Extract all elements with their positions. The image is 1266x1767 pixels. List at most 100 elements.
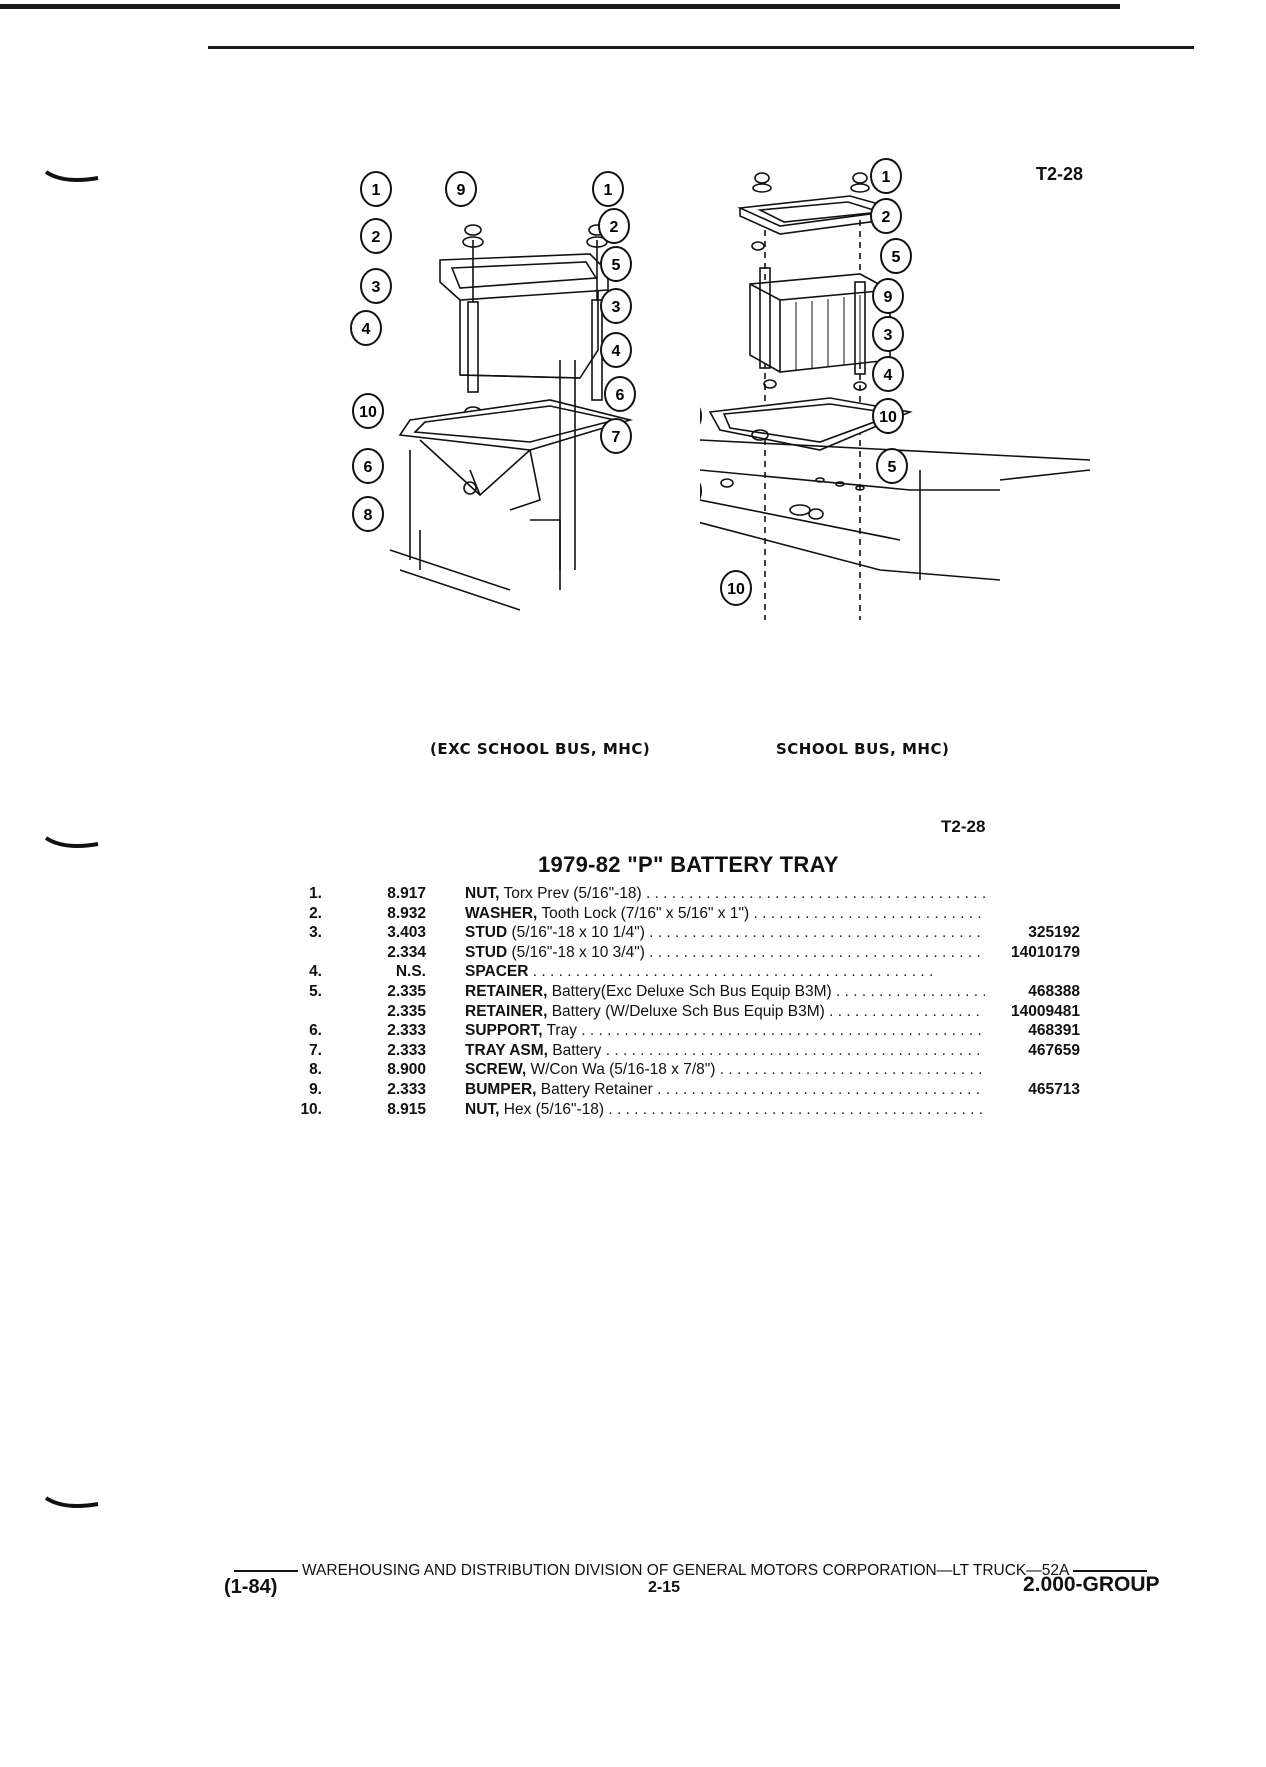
part-number: 325192: [1028, 924, 1080, 942]
callout-circle: [670, 398, 702, 434]
callout-circle: [870, 158, 902, 194]
part-description: NUT, Hex (5/16"-18) . . . . . . . . . . …: [465, 1100, 985, 1120]
part-description: NUT, Torx Prev (5/16"-18) . . . . . . . …: [465, 884, 985, 904]
group-number: 3.403: [387, 924, 426, 942]
leader-dots: . . . . . . . . . . . . . . . . . . . . …: [604, 1100, 985, 1118]
group-number: 8.915: [387, 1100, 426, 1118]
callout-number: 3: [612, 299, 621, 316]
part-description: RETAINER, Battery (W/Deluxe Sch Bus Equi…: [465, 1002, 985, 1022]
part-name: TRAY ASM,: [465, 1041, 548, 1059]
part-detail: W/Con Wa (5/16-18 x 7/8"): [526, 1061, 716, 1079]
binder-hole-mark: [44, 1496, 99, 1508]
callout-circle: [880, 238, 912, 274]
part-detail: Battery(Exc Deluxe Sch Bus Equip B3M): [547, 982, 832, 1000]
part-name: RETAINER,: [465, 1002, 548, 1020]
part-number: 468391: [1028, 1022, 1080, 1040]
leader-dots: . . . . . . . . . . . . . . . . . . . . …: [753, 904, 985, 922]
part-name: RETAINER,: [465, 982, 548, 1000]
diagram-caption-left: (EXC SCHOOL BUS, MHC): [430, 740, 651, 758]
item-number: 5.: [309, 982, 322, 1000]
part-number: 467659: [1028, 1041, 1080, 1059]
group-number: 8.900: [387, 1061, 426, 1079]
part-detail: (5/16"-18 x 10 1/4"): [507, 924, 645, 942]
callout-number: 1: [372, 182, 381, 199]
leader-dots: . . . . . . . . . . . . . . . . . . . . …: [645, 885, 985, 902]
part-detail: Torx Prev (5/16"-18): [499, 885, 642, 902]
leader-dots: . . . . . . . . . . . . . . . . . . . . …: [649, 924, 985, 942]
part-number: 468388: [1028, 982, 1080, 1000]
battery-tray-diagram-school-bus: 1253934410105910: [660, 150, 1100, 720]
callout-number: 9: [884, 289, 893, 306]
part-name: BUMPER,: [465, 1080, 537, 1098]
part-name: SCREW,: [465, 1061, 527, 1079]
part-name: SUPPORT,: [465, 1022, 543, 1040]
footer-dash: [234, 1570, 298, 1572]
parts-row: 6. 2.333 SUPPORT, Tray . . . . . . . . . .…: [290, 1021, 1080, 1041]
section-title: 1979-82 "P" BATTERY TRAY: [538, 852, 839, 877]
leader-dots: . . . . . . . . . . . . . . . . . . . . …: [649, 943, 985, 961]
callout-circle: [870, 198, 902, 234]
group-number: 8.917: [387, 885, 426, 902]
callout-number: 4: [612, 343, 621, 360]
part-description: SPACER . . . . . . . . . . . . . . . . .…: [465, 962, 985, 982]
callout-number: 1: [604, 182, 613, 199]
leader-dots: . . . . . . . . . . . . . . . . . . . . …: [657, 1080, 985, 1098]
callout-circle: [352, 448, 384, 484]
callout-number: 9: [457, 182, 466, 199]
callout-number: 3: [372, 279, 381, 296]
top-border-rule: [0, 4, 1120, 9]
callout-number: 6: [364, 459, 373, 476]
callout-number: 10: [359, 404, 377, 421]
part-detail: Battery Retainer: [536, 1080, 653, 1098]
footer-dash: [1073, 1570, 1148, 1572]
group-number: 2.335: [387, 1002, 426, 1020]
callout-circle: [598, 208, 630, 244]
part-description: SUPPORT, Tray . . . . . . . . . . . . . …: [465, 1021, 985, 1041]
callout-circle: [350, 310, 382, 346]
callout-circle: [720, 570, 752, 606]
part-description: STUD (5/16"-18 x 10 3/4") . . . . . . . …: [465, 943, 985, 963]
footer-group: 2.000-GROUP: [1023, 1573, 1160, 1596]
part-number: 14009481: [1011, 1002, 1080, 1020]
callout-circle: [360, 218, 392, 254]
leader-dots: . . . . . . . . . . . . . . . . . . . . …: [576, 1022, 982, 1040]
group-number: 2.333: [387, 1022, 426, 1040]
header-rule: [208, 46, 1194, 49]
group-number: N.S.: [395, 963, 426, 981]
binder-hole-mark: [44, 836, 99, 848]
item-number: 6.: [309, 1022, 322, 1040]
footer-page-number: 2-15: [648, 1579, 681, 1596]
item-number: 4.: [309, 963, 322, 981]
callout-circle: [600, 418, 632, 454]
part-number: 14010179: [1011, 943, 1080, 961]
part-number: 465713: [1028, 1080, 1080, 1098]
callout-circle: [876, 448, 908, 484]
callout-number: 10: [727, 581, 745, 598]
part-description: SCREW, W/Con Wa (5/16-18 x 7/8") . . . .…: [465, 1060, 985, 1080]
leader-dots: . . . . . . . . . . . . . . . . . . . . …: [719, 1061, 985, 1079]
part-detail: Battery (W/Deluxe Sch Bus Equip B3M): [547, 1002, 825, 1020]
callout-circle: [352, 393, 384, 429]
callout-circle: [600, 288, 632, 324]
part-detail: Tooth Lock (7/16" x 5/16" x 1"): [537, 904, 750, 922]
callout-number: 2: [372, 229, 381, 246]
callout-circle: [600, 246, 632, 282]
part-name: SPACER: [465, 963, 529, 981]
callout-number: 5: [892, 249, 901, 266]
callout-circle: [360, 171, 392, 207]
part-detail: Tray: [542, 1022, 577, 1040]
callout-number: 1: [882, 169, 891, 186]
leader-dots: . . . . . . . . . . . . . . . . . . . . …: [528, 963, 934, 981]
binder-hole-mark: [44, 170, 99, 182]
callout-circle: [604, 376, 636, 412]
callout-number: 7: [612, 429, 621, 446]
group-number: 2.333: [387, 1080, 426, 1098]
